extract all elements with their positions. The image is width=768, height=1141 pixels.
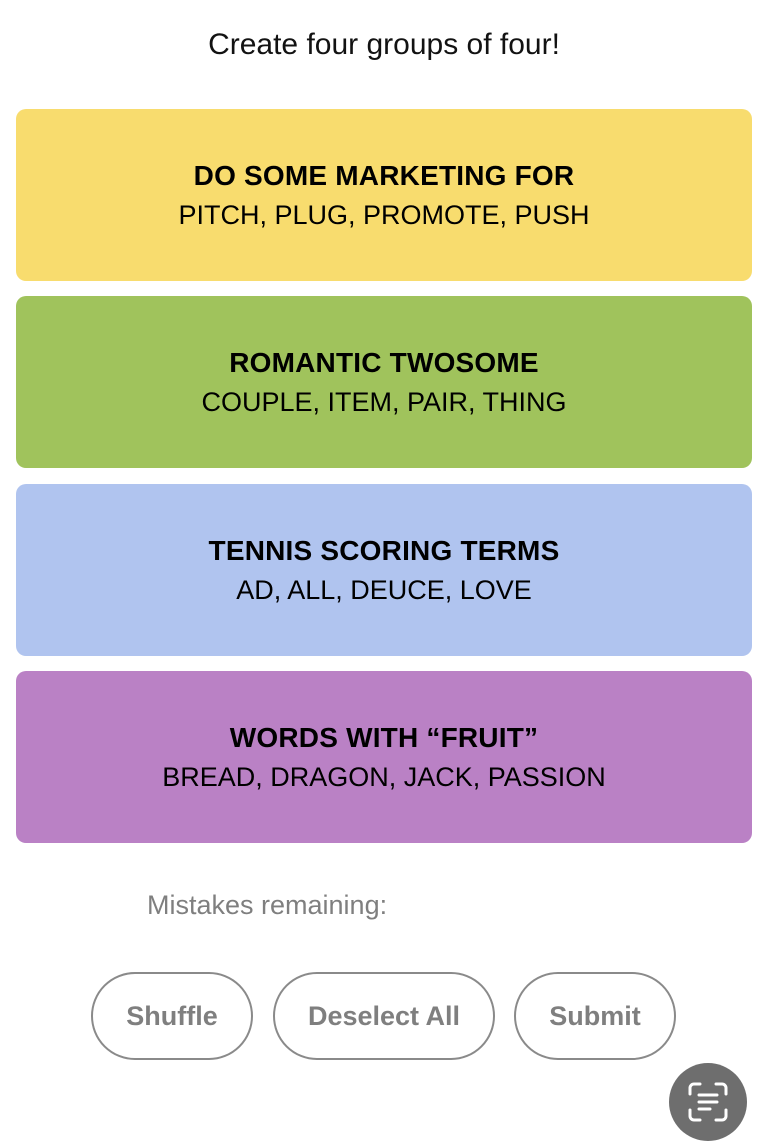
text-scan-icon <box>688 1082 728 1122</box>
group-title: WORDS WITH “FRUIT” <box>229 721 539 753</box>
solved-group-1: DO SOME MARKETING FOR PITCH, PLUG, PROMO… <box>16 109 752 281</box>
group-members: PITCH, PLUG, PROMOTE, PUSH <box>178 199 590 230</box>
shuffle-button[interactable]: Shuffle <box>91 972 253 1060</box>
instructions-text: Create four groups of four! <box>208 28 560 61</box>
solved-group-2: ROMANTIC TWOSOME COUPLE, ITEM, PAIR, THI… <box>16 296 752 468</box>
group-members: AD, ALL, DEUCE, LOVE <box>236 574 532 605</box>
mistakes-remaining-label: Mistakes remaining: <box>147 890 388 920</box>
solved-group-3: TENNIS SCORING TERMS AD, ALL, DEUCE, LOV… <box>16 484 752 656</box>
deselect-all-button[interactable]: Deselect All <box>273 972 495 1060</box>
submit-button[interactable]: Submit <box>514 972 676 1060</box>
text-scan-button[interactable] <box>669 1063 747 1141</box>
group-title: TENNIS SCORING TERMS <box>208 534 560 566</box>
solved-group-4: WORDS WITH “FRUIT” BREAD, DRAGON, JACK, … <box>16 671 752 843</box>
group-members: BREAD, DRAGON, JACK, PASSION <box>162 761 606 792</box>
group-title: ROMANTIC TWOSOME <box>229 346 539 378</box>
group-title: DO SOME MARKETING FOR <box>193 159 575 191</box>
group-members: COUPLE, ITEM, PAIR, THING <box>201 386 567 417</box>
